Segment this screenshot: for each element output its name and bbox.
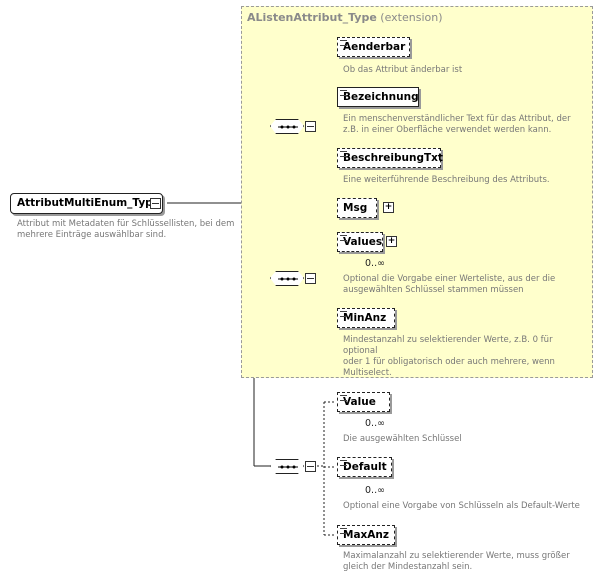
- element-aenderbar[interactable]: Aenderbar: [337, 37, 410, 57]
- doc-line: Optional die Vorgabe einer Werteliste, a…: [343, 274, 556, 284]
- sequence-dots-icon: [278, 277, 298, 281]
- occurrence-label: 0..∞: [365, 418, 385, 429]
- doc-line: oder 1 für obligatorisch oder auch mehre…: [343, 357, 555, 367]
- sequence-collapse-icon[interactable]: [305, 121, 316, 132]
- root-doc-line: mehrere Einträge auswählbar sind.: [17, 230, 167, 240]
- element-name: MaxAnz: [343, 529, 390, 541]
- element-doc: Ob das Attribut änderbar ist: [343, 65, 583, 76]
- element-name: Value: [343, 396, 376, 408]
- root-collapse-icon[interactable]: [150, 198, 161, 209]
- doc-line: Die ausgewählten Schlüssel: [343, 434, 462, 444]
- doc-line: z.B. in einer Oberfläche verwendet werde…: [343, 125, 552, 135]
- annotation-icon: [340, 235, 347, 241]
- element-values[interactable]: Values: [337, 232, 383, 252]
- element-name: Bezeichnung: [343, 91, 419, 103]
- annotation-icon: [340, 90, 347, 96]
- element-doc: Optional die Vorgabe einer Werteliste, a…: [343, 274, 583, 296]
- annotation-icon: [340, 40, 347, 46]
- sequence-compositor-icon[interactable]: [270, 119, 304, 134]
- element-doc: Eine weiterführende Beschreibung des Att…: [343, 175, 583, 186]
- doc-line: Maximalanzahl zu selektierender Werte, m…: [343, 551, 570, 561]
- sequence-dots-icon: [278, 125, 298, 129]
- occurrence-label: 0..∞: [365, 258, 385, 269]
- doc-line: Optional eine Vorgabe von Schlüsseln als…: [343, 501, 580, 511]
- root-type-name: AttributMultiEnum_Type: [17, 197, 160, 209]
- element-name: Default: [343, 461, 387, 473]
- element-maxanz[interactable]: MaxAnz: [337, 525, 395, 545]
- sequence-compositor-icon[interactable]: [270, 459, 304, 474]
- sequence-collapse-icon[interactable]: [305, 461, 316, 472]
- element-name: Values: [343, 236, 383, 248]
- element-value[interactable]: Value: [337, 392, 390, 412]
- annotation-icon: [340, 528, 347, 534]
- element-doc: Ein menschenverständlicher Text für das …: [343, 114, 583, 136]
- element-name: Msg: [343, 202, 368, 214]
- element-beschreibungtxt[interactable]: BeschreibungTxt: [337, 148, 443, 168]
- doc-line: gleich der Mindestanzahl sein.: [343, 562, 473, 572]
- element-default[interactable]: Default: [337, 457, 392, 477]
- extension-suffix: (extension): [376, 11, 443, 24]
- annotation-icon: [340, 460, 347, 466]
- element-bezeichnung[interactable]: Bezeichnung: [337, 87, 419, 107]
- element-doc: Mindestanzahl zu selektierender Werte, z…: [343, 335, 588, 379]
- extension-title: AListenAttribut_Type (extension): [247, 11, 443, 24]
- root-type-box[interactable]: AttributMultiEnum_Type: [10, 193, 163, 214]
- element-name: Aenderbar: [343, 41, 406, 53]
- doc-line: Ob das Attribut änderbar ist: [343, 65, 463, 75]
- element-msg[interactable]: Msg: [337, 198, 377, 218]
- doc-line: Eine weiterführende Beschreibung des Att…: [343, 175, 550, 185]
- sequence-compositor-icon[interactable]: [270, 271, 304, 286]
- doc-line: Ein menschenverständlicher Text für das …: [343, 114, 571, 124]
- doc-line: ausgewählten Schlüssel stammen müssen: [343, 285, 524, 295]
- root-documentation: Attribut mit Metadaten für Schlüssellist…: [17, 219, 247, 241]
- element-minanz[interactable]: MinAnz: [337, 308, 395, 328]
- sequence-collapse-icon[interactable]: [305, 273, 316, 284]
- element-doc: Maximalanzahl zu selektierender Werte, m…: [343, 551, 583, 573]
- element-name: BeschreibungTxt: [343, 152, 443, 164]
- annotation-icon: [340, 311, 347, 317]
- expand-plus-icon[interactable]: +: [383, 202, 394, 213]
- element-doc: Die ausgewählten Schlüssel: [343, 434, 583, 445]
- occurrence-label: 0..∞: [365, 485, 385, 496]
- extension-base-type: AListenAttribut_Type: [247, 11, 377, 24]
- expand-plus-icon[interactable]: +: [386, 236, 397, 247]
- annotation-icon: [340, 395, 347, 401]
- element-doc: Optional eine Vorgabe von Schlüsseln als…: [343, 501, 593, 512]
- sequence-dots-icon: [278, 465, 298, 469]
- doc-line: Multiselect.: [343, 368, 392, 378]
- extension-box: [241, 6, 593, 378]
- annotation-icon: [340, 151, 347, 157]
- element-name: MinAnz: [343, 312, 387, 324]
- root-doc-line: Attribut mit Metadaten für Schlüssellist…: [17, 219, 235, 229]
- doc-line: Mindestanzahl zu selektierender Werte, z…: [343, 335, 553, 356]
